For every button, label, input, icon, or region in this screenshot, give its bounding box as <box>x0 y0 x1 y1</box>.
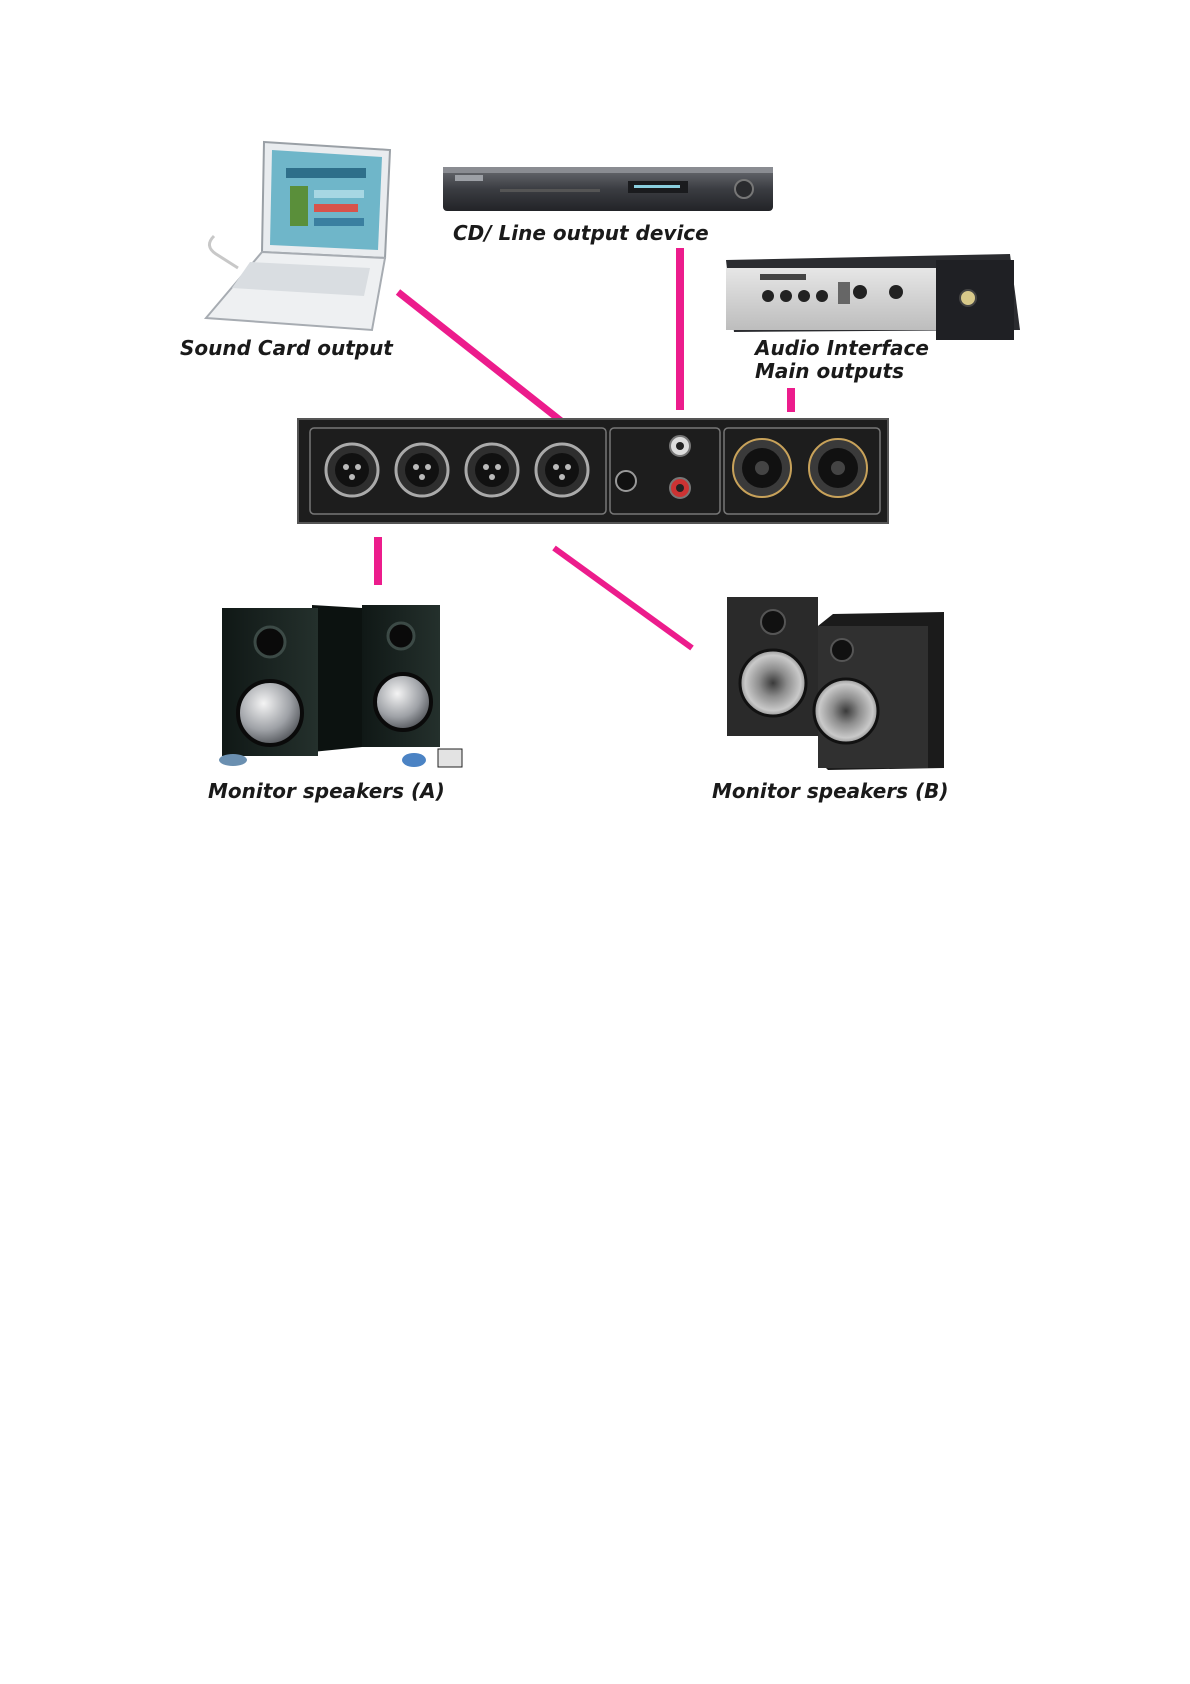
label-monitor-speakers-b: Monitor speakers (B) <box>712 779 949 803</box>
label-cd-line-output-device: CD/ Line output device <box>453 221 709 245</box>
label-main-outputs: Main outputs <box>755 359 904 383</box>
cable-monitor-b <box>554 548 692 648</box>
label-monitor-speakers-a: Monitor speakers (A) <box>208 779 445 803</box>
audio-interface-image <box>726 254 1020 340</box>
monitor-controller-panel <box>298 419 888 523</box>
cd-player-image <box>443 167 773 211</box>
label-sound-card-output: Sound Card output <box>180 336 394 360</box>
monitor-speakers-a-image <box>219 605 462 767</box>
monitor-speakers-b-image <box>727 597 944 770</box>
label-audio-interface: Audio Interface <box>753 336 929 360</box>
laptop-image <box>206 142 390 330</box>
